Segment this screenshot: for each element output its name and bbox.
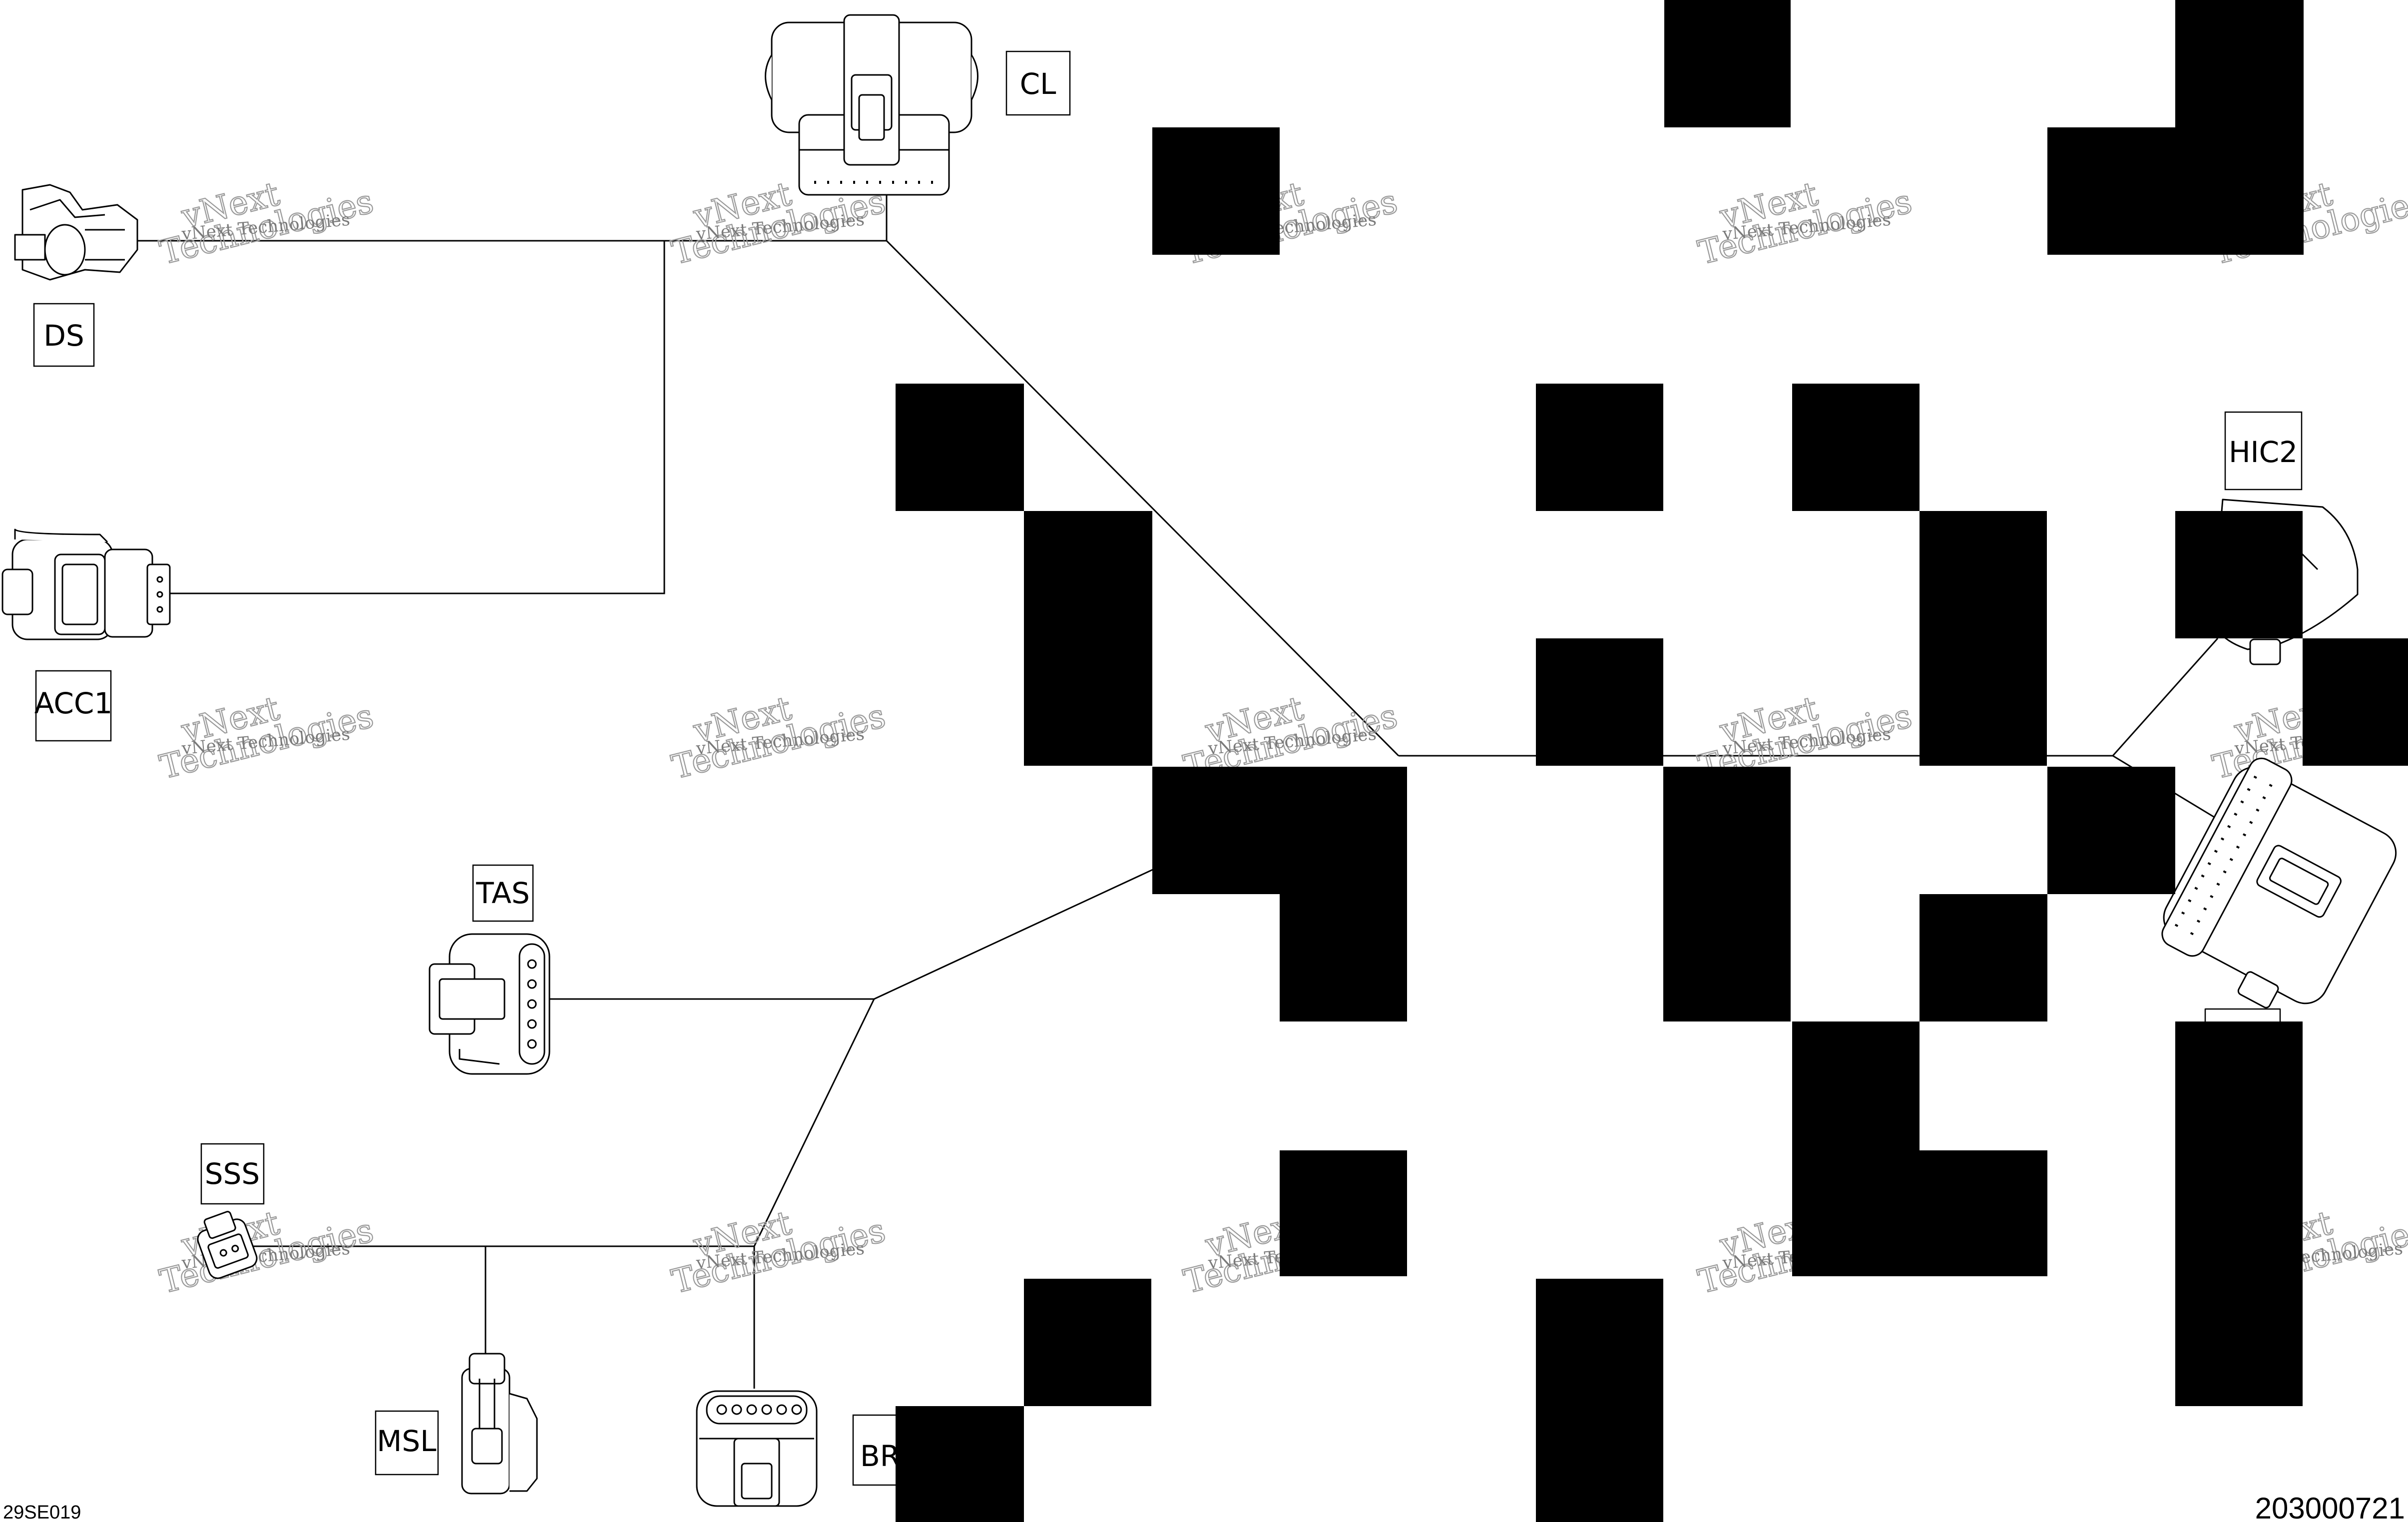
connector-cl-icon[interactable] xyxy=(765,14,978,196)
label-brk: BR xyxy=(860,1439,900,1473)
redaction-block xyxy=(1920,894,2047,1021)
connector-ds-icon[interactable] xyxy=(14,184,138,281)
label-box-sss: SSS xyxy=(200,1143,265,1205)
connector-acc1-icon[interactable] xyxy=(1,528,171,640)
redaction-block xyxy=(2175,1021,2303,1406)
drawing-code-right: 203000721 xyxy=(2255,1492,2405,1522)
redaction-block xyxy=(896,384,1024,511)
redaction-block xyxy=(1920,511,2047,766)
redaction-block xyxy=(2047,127,2304,255)
watermark-layer: vNext Technologies vNext Technologies vN… xyxy=(155,174,2408,1302)
redaction-block xyxy=(896,1406,1024,1522)
label-box-acc1: ACC1 xyxy=(34,670,113,742)
redaction-block xyxy=(1280,1150,1407,1276)
label-cl: CL xyxy=(1020,67,1056,101)
wire-cl-drop xyxy=(886,180,1400,757)
wire-lower-trunk xyxy=(753,999,875,1247)
redaction-block xyxy=(1536,384,1663,511)
label-ds: DS xyxy=(43,319,84,353)
label-box-hic2: HIC2 xyxy=(2224,411,2303,491)
redaction-block xyxy=(1792,1021,1920,1276)
connector-tas-icon[interactable] xyxy=(429,933,550,1075)
redaction-block xyxy=(2175,0,2304,127)
wire-acc1-branch xyxy=(170,241,665,594)
redaction-block xyxy=(1792,384,1920,511)
connectors xyxy=(1,14,2408,1507)
redaction-block xyxy=(1280,894,1407,1021)
label-acc1: ACC1 xyxy=(34,686,113,720)
redaction-block xyxy=(1024,511,1152,766)
connector-brk-icon[interactable] xyxy=(696,1390,818,1507)
redaction-block xyxy=(1536,1279,1663,1522)
connector-msl-icon[interactable] xyxy=(461,1353,538,1495)
drawing-code-left: 29SE019 xyxy=(3,1502,81,1522)
redaction-block xyxy=(1663,767,1791,1021)
redaction-blocks xyxy=(896,0,2408,1522)
redaction-block xyxy=(2303,638,2408,766)
redaction-block xyxy=(1152,127,1280,255)
redaction-block xyxy=(2047,767,2175,894)
redaction-block xyxy=(1536,638,1663,766)
label-msl: MSL xyxy=(377,1424,436,1458)
connector-ecm-icon[interactable] xyxy=(2147,750,2408,1029)
label-hic2: HIC2 xyxy=(2229,435,2298,469)
redaction-block xyxy=(2175,511,2303,638)
label-tas: TAS xyxy=(476,876,529,910)
redaction-block xyxy=(1024,1279,1151,1406)
connector-sss-icon[interactable] xyxy=(192,1207,259,1281)
wire-hic2-branch xyxy=(2112,638,2219,756)
label-sss: SSS xyxy=(205,1157,260,1191)
wire-lower-diagonal xyxy=(874,868,1154,1000)
redaction-block xyxy=(1152,767,1407,894)
redaction-block xyxy=(1664,0,1791,127)
label-box-ds: DS xyxy=(33,303,95,367)
redaction-block xyxy=(1920,1150,2047,1276)
label-box-msl: MSL xyxy=(375,1410,439,1476)
wire-network xyxy=(135,180,2219,1389)
label-box-tas: TAS xyxy=(472,864,534,922)
label-box-cl: CL xyxy=(1005,50,1071,116)
